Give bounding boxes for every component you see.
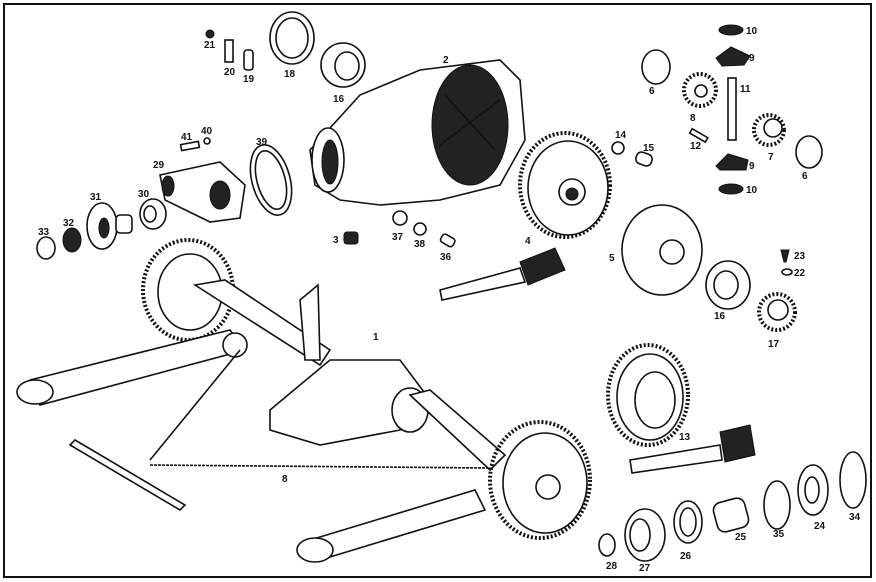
label-36: 36 — [440, 252, 452, 263]
part-22-washer — [781, 268, 793, 276]
label-8: 8 — [282, 474, 288, 485]
label-19: 19 — [243, 74, 255, 85]
part-17-adjusting-nut — [757, 292, 797, 332]
part-15-bolt — [635, 151, 653, 167]
part-19-bracket — [243, 49, 254, 71]
part-2-differential-housing — [309, 59, 526, 206]
label-9: 9 — [749, 161, 755, 172]
label-35: 35 — [773, 529, 785, 540]
part-32-nut — [62, 227, 82, 253]
label-13: 13 — [679, 432, 691, 443]
part-28-nut — [598, 533, 616, 557]
part-crown-wheel-carrier — [518, 131, 612, 239]
label-16: 16 — [333, 94, 345, 105]
part-1-axle-assembly — [16, 238, 592, 563]
label-3: 3 — [333, 235, 339, 246]
label-14: 14 — [615, 130, 627, 141]
frame-border — [3, 3, 872, 578]
part-18-seal-ring — [269, 11, 315, 65]
part-21-bolt — [205, 29, 215, 39]
part-24-bearing — [797, 464, 829, 516]
label-32: 32 — [63, 218, 75, 229]
part-6-thrust-washer-lower — [795, 135, 823, 169]
label-5: 5 — [609, 253, 615, 264]
part-5-differential-case — [621, 204, 703, 296]
part-16-bearing-lower — [705, 260, 751, 310]
part-13-pinion-shaft — [629, 424, 756, 474]
label-1: 1 — [373, 332, 379, 343]
label-38: 38 — [414, 239, 426, 250]
part-16-bearing — [320, 42, 366, 88]
part-39-gasket — [249, 144, 293, 216]
label-25: 25 — [735, 532, 747, 543]
label-8: 8 — [690, 113, 696, 124]
part-12-pin — [688, 127, 709, 144]
label-29: 29 — [153, 160, 165, 171]
part-3-plug — [343, 231, 359, 245]
part-25-spacer — [712, 497, 750, 533]
part-14-washer — [611, 141, 625, 155]
part-9-gear-upper — [715, 46, 751, 67]
label-15: 15 — [643, 143, 655, 154]
label-21: 21 — [204, 40, 216, 51]
label-11: 11 — [740, 84, 751, 95]
part-40-washer — [203, 137, 211, 145]
part-36-plug — [439, 233, 456, 248]
label-39: 39 — [256, 137, 268, 148]
part-31-flange — [86, 202, 133, 250]
label-33: 33 — [38, 227, 50, 238]
label-16: 16 — [714, 311, 726, 322]
part-4-pinion-shaft — [439, 247, 566, 301]
label-10: 10 — [746, 26, 758, 37]
label-31: 31 — [90, 192, 102, 203]
label-37: 37 — [392, 232, 404, 243]
part-7-side-gear — [752, 113, 786, 147]
label-30: 30 — [138, 189, 150, 200]
label-12: 12 — [690, 141, 702, 152]
part-37-lock-plate — [392, 210, 408, 226]
part-38-nut — [413, 222, 427, 236]
part-35-circlip — [763, 480, 791, 530]
label-26: 26 — [680, 551, 692, 562]
label-17: 17 — [768, 339, 780, 350]
label-2: 2 — [443, 55, 449, 66]
label-7: 7 — [768, 152, 774, 163]
label-41: 41 — [181, 132, 193, 143]
label-28: 28 — [606, 561, 618, 572]
label-6: 6 — [802, 171, 808, 182]
label-27: 27 — [639, 563, 651, 574]
label-18: 18 — [284, 69, 296, 80]
label-24: 24 — [814, 521, 826, 532]
part-10-washer-lower — [718, 183, 744, 195]
label-10: 10 — [746, 185, 758, 196]
label-34: 34 — [849, 512, 861, 523]
part-41-bolt — [179, 140, 201, 152]
part-9-gear-lower — [715, 153, 749, 171]
label-22: 22 — [794, 268, 806, 279]
part-23-screw — [780, 249, 790, 263]
part-29-cover — [159, 161, 246, 223]
part-20-plate — [224, 39, 234, 63]
label-9: 9 — [749, 53, 755, 64]
part-6-thrust-washer-upper — [641, 49, 671, 85]
part-27-bearing — [624, 508, 666, 562]
label-6: 6 — [649, 86, 655, 97]
part-26-bearing-race — [673, 500, 703, 544]
part-34-circlip — [839, 451, 867, 509]
part-33-cap — [36, 236, 56, 260]
part-11-pin — [727, 77, 737, 141]
label-20: 20 — [224, 67, 236, 78]
part-crown-wheel — [606, 343, 690, 447]
part-10-washer-upper — [718, 24, 744, 36]
part-8-side-gear — [682, 72, 718, 108]
label-23: 23 — [794, 251, 806, 262]
label-4: 4 — [525, 236, 531, 247]
part-30-seal — [139, 198, 167, 230]
label-40: 40 — [201, 126, 213, 137]
